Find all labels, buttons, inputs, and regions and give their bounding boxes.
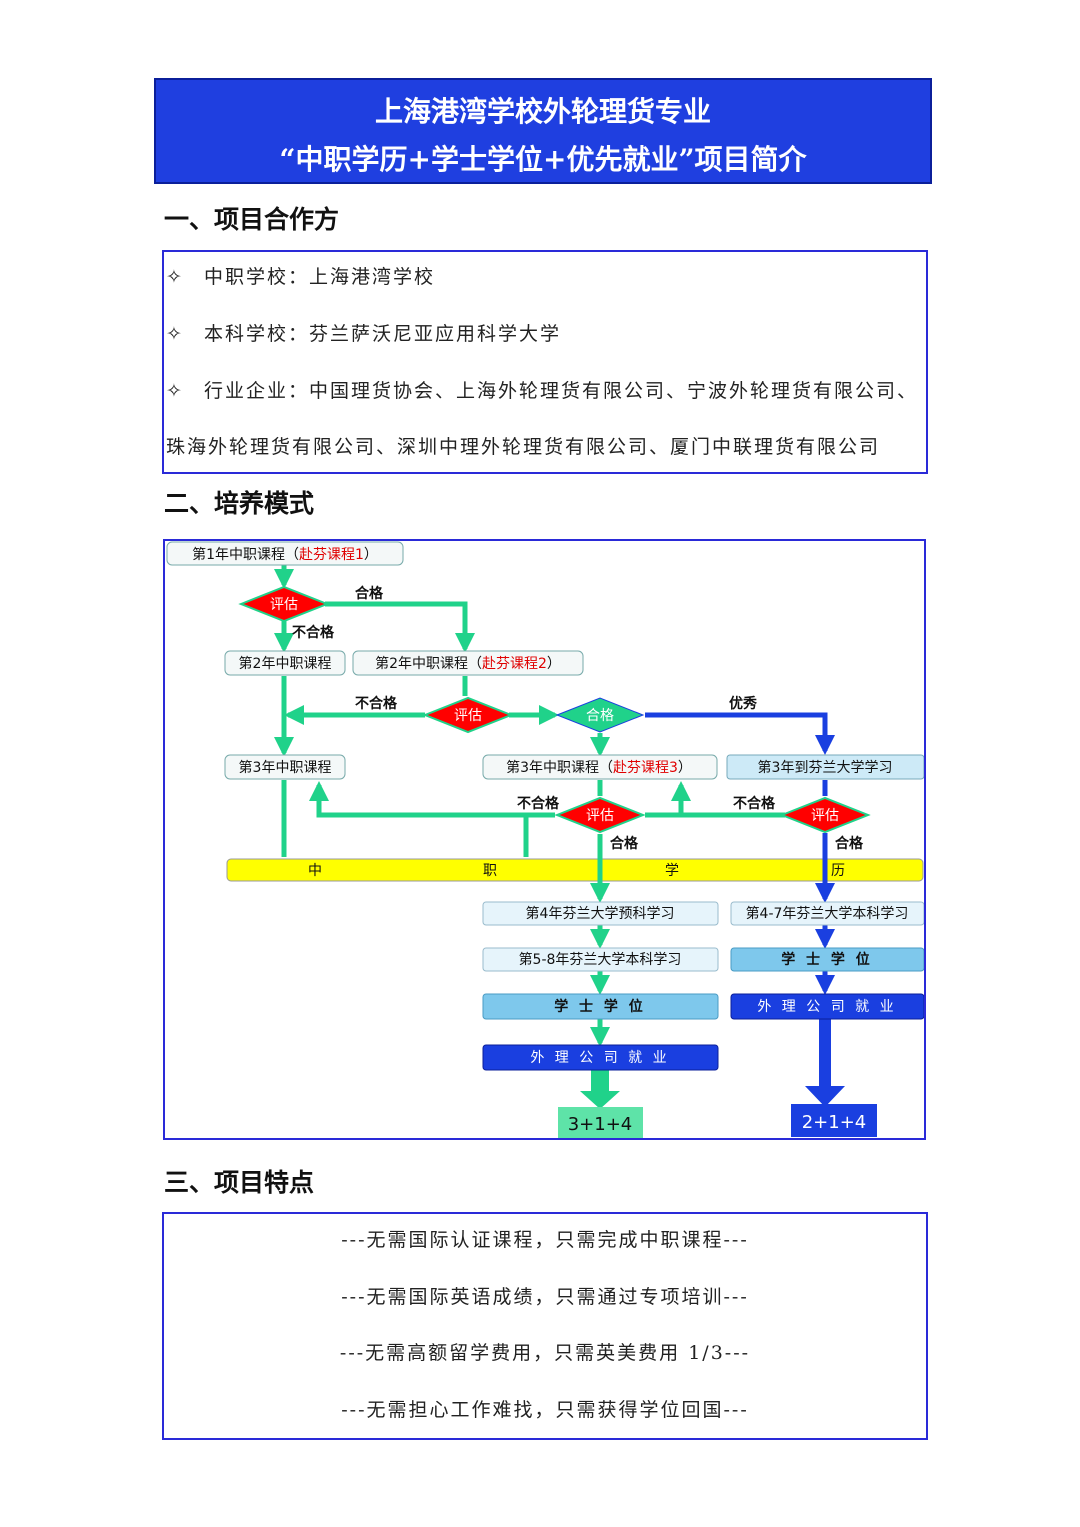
- fail-label: 不合格: [292, 624, 335, 641]
- title-line-1: 上海港湾学校外轮理货专业: [374, 95, 711, 128]
- partner-text: 行业企业：中国理货协会、上海外轮理货有限公司、宁波外轮理货有限公司、: [204, 380, 919, 402]
- result-left-box: [558, 1107, 643, 1138]
- features-box: ---无需国际认证课程，只需完成中职课程--- ---无需国际英语成绩，只需通过…: [162, 1212, 928, 1440]
- feature-line-3: ---无需高额留学费用，只需英美费用 1/3---: [339, 1342, 751, 1364]
- pass-label: 合格: [610, 835, 639, 852]
- diploma-char-2: 职: [483, 863, 497, 879]
- eval-diamond-2: [422, 696, 514, 734]
- result-right-arrow: [805, 1019, 845, 1107]
- job-label: 外 理 公 司 就 业: [530, 1050, 669, 1066]
- degree-box-left: [482, 993, 719, 1020]
- diploma-char-3: 学: [665, 863, 679, 879]
- result-right-label: 2+1+4: [802, 1112, 867, 1133]
- section-heading-features: 三、项目特点: [164, 1168, 315, 1197]
- excellent-label: 优秀: [729, 695, 758, 712]
- green-arrows: [274, 565, 785, 1047]
- year3-box-b: [482, 754, 718, 780]
- year2-box-b: [352, 650, 584, 676]
- section-heading-training: 二、培养模式: [164, 489, 315, 518]
- result-left-label: 3+1+4: [568, 1114, 633, 1135]
- feature-line-4: ---无需担心工作难找，只需获得学位回国---: [341, 1399, 749, 1421]
- year2-label-a: 第2年中职课程: [239, 655, 332, 672]
- feature-line-2: ---无需国际英语成绩，只需通过专项培训---: [341, 1286, 749, 1308]
- fail-label: 不合格: [355, 695, 398, 712]
- flowchart-canvas: 第1年中职课程（赴芬课程1） 评估 合格 不合格 第2年中职课程 第2年中职课程…: [166, 541, 924, 1138]
- job-box-right: [730, 993, 924, 1020]
- year1-box: [166, 541, 404, 566]
- year47-box: [730, 901, 924, 926]
- result-left-arrow: [580, 1069, 620, 1109]
- pass-label: 合格: [586, 708, 614, 724]
- year2-box-a: [224, 650, 346, 676]
- eval-label: 评估: [811, 808, 839, 824]
- partner-university: ✧ 本科学校：芬兰萨沃尼亚应用科学大学: [166, 319, 561, 346]
- job-box-left: [482, 1044, 719, 1071]
- fail-label: 不合格: [733, 795, 776, 812]
- result-right-box: [791, 1104, 877, 1137]
- training-flowchart: 第1年中职课程（赴芬课程1） 评估 合格 不合格 第2年中职课程 第2年中职课程…: [163, 539, 926, 1140]
- fail-label: 不合格: [517, 795, 560, 812]
- year3-label-c: 第3年到芬兰大学学习: [758, 759, 893, 776]
- pass-label: 合格: [835, 835, 864, 852]
- diamond-bullet-icon: ✧: [166, 323, 184, 345]
- eval-diamond-4: [779, 796, 871, 834]
- partner-enterprises: ✧ 行业企业：中国理货协会、上海外轮理货有限公司、宁波外轮理货有限公司、: [166, 376, 918, 403]
- section-heading-partners: 一、项目合作方: [164, 205, 340, 234]
- diamond-bullet-icon: ✧: [166, 380, 184, 402]
- degree-box-right: [730, 947, 924, 972]
- eval-label: 评估: [270, 597, 298, 613]
- partner-vocational: ✧ 中职学校：上海港湾学校: [166, 262, 435, 289]
- diploma-char-1: 中: [308, 863, 322, 879]
- diamond-bullet-icon: ✧: [166, 266, 184, 288]
- pass-diamond: [555, 697, 645, 733]
- pass-label: 合格: [355, 585, 384, 602]
- eval-label: 评估: [454, 708, 482, 724]
- title-line-2: “中职学历+学士学位+优先就业”项目简介: [279, 143, 807, 176]
- title-banner: 上海港湾学校外轮理货专业 “中职学历+学士学位+优先就业”项目简介: [154, 78, 932, 184]
- eval-label: 评估: [586, 808, 614, 824]
- feature-line-1: ---无需国际认证课程，只需完成中职课程---: [341, 1229, 749, 1251]
- year1-label: 第1年中职课程（赴芬课程1）: [192, 546, 378, 563]
- year2-label-b: 第2年中职课程（赴芬课程2）: [375, 655, 561, 672]
- year3-label-b: 第3年中职课程（赴芬课程3）: [506, 759, 692, 776]
- year3-label-a: 第3年中职课程: [239, 759, 332, 776]
- year58-label: 第5-8年芬兰大学本科学习: [519, 951, 682, 968]
- job-label: 外 理 公 司 就 业: [757, 999, 896, 1015]
- partner-text: 本科学校：芬兰萨沃尼亚应用科学大学: [204, 323, 562, 345]
- year4-box: [482, 901, 719, 926]
- year3-box-c: [726, 754, 924, 780]
- degree-label: 学 士 学 位: [554, 998, 646, 1015]
- partner-text: 中职学校：上海港湾学校: [204, 266, 436, 288]
- degree-label: 学 士 学 位: [781, 951, 873, 968]
- eval-diamond-3: [554, 796, 646, 834]
- partner-enterprises-cont: 珠海外轮理货有限公司、深圳中理外轮理货有限公司、厦门中联理货有限公司: [166, 436, 881, 458]
- year4-label: 第4年芬兰大学预科学习: [526, 905, 675, 922]
- year47-label: 第4-7年芬兰大学本科学习: [746, 905, 909, 922]
- year58-box: [482, 947, 719, 972]
- eval-diamond-1: [238, 585, 330, 623]
- diploma-char-4: 历: [831, 863, 845, 879]
- partners-box: ✧ 中职学校：上海港湾学校 ✧ 本科学校：芬兰萨沃尼亚应用科学大学 ✧ 行业企业：中国…: [162, 250, 928, 474]
- year3-box-a: [224, 754, 346, 780]
- diploma-bar: [226, 858, 924, 882]
